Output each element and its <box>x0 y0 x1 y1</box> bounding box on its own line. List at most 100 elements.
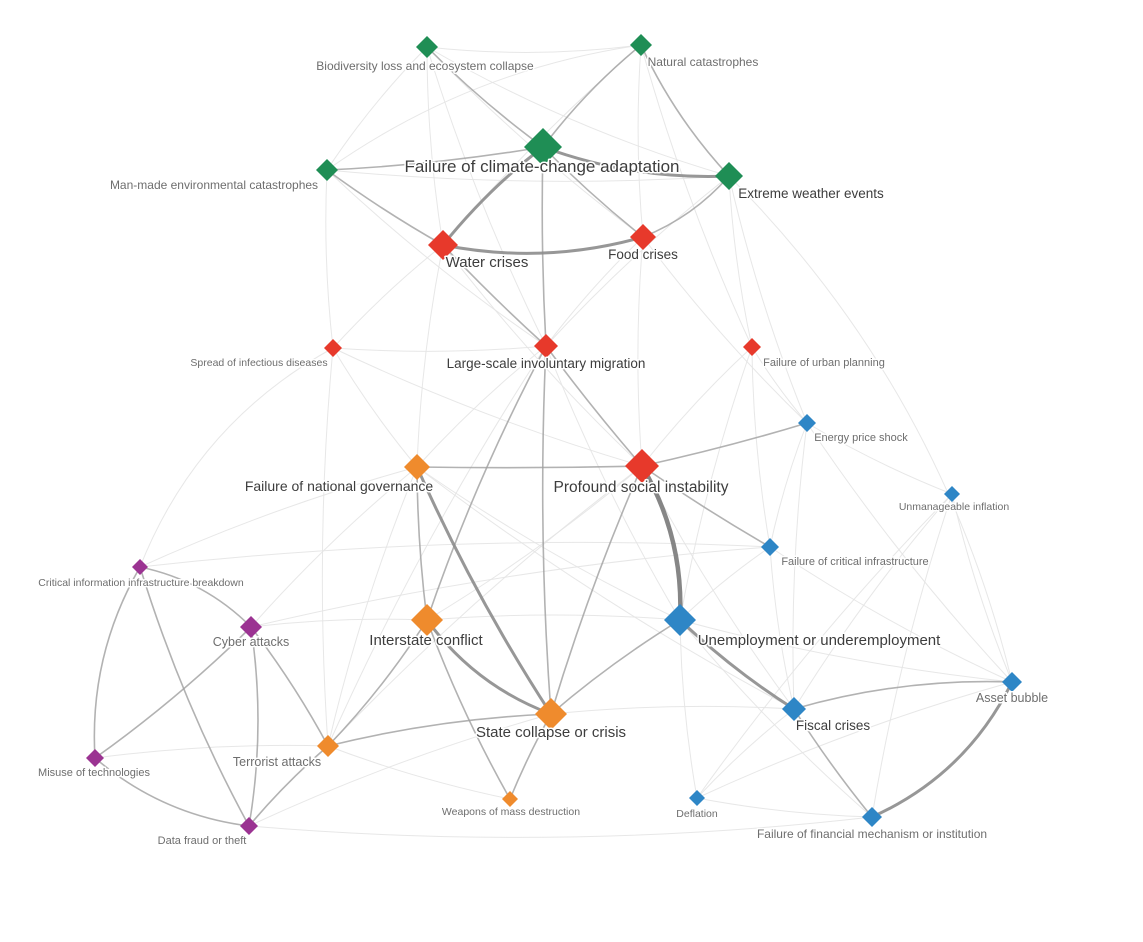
edge-bio-wat <box>426 46 444 246</box>
node-eps[interactable] <box>798 414 816 432</box>
node-bio[interactable] <box>416 36 438 58</box>
edge-nat-mec <box>326 44 642 171</box>
edge-foo-psi <box>637 236 644 467</box>
node-sid[interactable] <box>324 339 342 357</box>
edge-bio-mig <box>426 46 547 347</box>
label-bio: Biodiversity loss and ecosystem collapse <box>316 59 534 73</box>
node-ewe[interactable] <box>715 162 743 190</box>
edge-uin-def <box>696 493 953 799</box>
edge-sid-cib <box>139 347 334 568</box>
edge-uin-ffm <box>871 493 953 818</box>
edge-fcr-ffm <box>793 708 873 818</box>
node-wmd[interactable] <box>502 791 518 807</box>
edge-ter-icf <box>327 619 428 747</box>
edge-fng-icf <box>416 466 428 621</box>
edge-une-abu <box>679 619 1013 683</box>
node-scc[interactable] <box>535 698 567 730</box>
node-ter[interactable] <box>317 735 339 757</box>
edge-fng-scc <box>415 465 553 716</box>
edge-cca-mig <box>541 146 547 347</box>
edge-une-fcr <box>678 618 796 711</box>
node-cyb[interactable] <box>240 616 262 638</box>
node-wat[interactable] <box>428 230 458 260</box>
label-fup: Failure of urban planning <box>763 357 885 369</box>
node-psi[interactable] <box>625 449 659 483</box>
node-mig[interactable] <box>534 334 558 358</box>
edge-cca-foo <box>542 146 644 238</box>
edge-bio-ewe <box>426 46 730 177</box>
node-mot[interactable] <box>86 749 104 767</box>
label-eps: Energy price shock <box>814 432 908 444</box>
node-foo[interactable] <box>630 224 656 250</box>
node-fng[interactable] <box>404 454 430 480</box>
node-dft[interactable] <box>240 817 258 835</box>
edge-cib-dft <box>139 566 250 827</box>
edge-nat-fup <box>640 44 753 348</box>
node-nat[interactable] <box>630 34 652 56</box>
edge-psi-ter <box>327 465 643 747</box>
edge-nat-ewe <box>640 44 730 177</box>
edge-mig-scc <box>541 345 552 715</box>
edge-ewe-fup <box>728 175 753 348</box>
node-abu[interactable] <box>1002 672 1022 692</box>
edge-ter-wmd <box>327 745 511 800</box>
edge-mec-sid <box>325 169 334 349</box>
edge-fci-cyb <box>250 546 771 628</box>
edge-bio-cca <box>426 46 544 148</box>
edge-sid-ter <box>321 347 334 747</box>
edge-wat-mig <box>442 244 547 347</box>
edge-psi-fci <box>641 465 771 548</box>
label-psi: Profound social instability <box>554 479 729 496</box>
node-cca[interactable] <box>524 128 562 166</box>
edge-une-icf <box>426 614 681 621</box>
node-icf[interactable] <box>411 604 443 636</box>
edge-une-scc <box>550 619 681 715</box>
edge-eps-fci <box>769 422 808 548</box>
node-ffm[interactable] <box>862 807 882 827</box>
edge-mot-cyb <box>94 626 252 759</box>
edge-fci-fcr <box>769 546 795 710</box>
node-fcr[interactable] <box>782 697 806 721</box>
label-mig: Large-scale involuntary migration <box>447 356 646 371</box>
edge-bio-nat <box>426 44 642 53</box>
label-dft: Data fraud or theft <box>158 835 247 847</box>
edge-ter-cyb <box>250 626 329 747</box>
label-cca: Failure of climate-change adaptation <box>405 157 680 176</box>
edge-ter-mot <box>94 744 329 759</box>
edge-cyb-cib <box>139 566 252 628</box>
node-fup[interactable] <box>743 338 761 356</box>
edge-ewe-eps <box>728 175 808 424</box>
edge-fng-fcr <box>416 466 795 710</box>
edge-fcr-scc <box>550 705 795 715</box>
edge-fcr-abu <box>793 680 1013 710</box>
label-foo: Food crises <box>608 247 678 262</box>
edge-icf-scc <box>425 618 553 716</box>
edge-cca-wat <box>441 145 545 247</box>
edge-mig-ter <box>327 345 547 747</box>
edge-psi-eps <box>641 422 808 467</box>
node-def[interactable] <box>689 790 705 806</box>
label-wat: Water crises <box>446 254 529 271</box>
edge-abu-ffm <box>870 680 1014 819</box>
edge-ter-scc <box>327 713 552 747</box>
node-cib[interactable] <box>132 559 148 575</box>
label-scc: State collapse or crisis <box>476 724 626 741</box>
edge-cca-ewe <box>541 145 731 178</box>
edge-ter-dft <box>248 745 329 827</box>
edge-mig-icf <box>426 345 547 621</box>
label-icf: Interstate conflict <box>369 632 483 649</box>
node-uin[interactable] <box>944 486 960 502</box>
node-mec[interactable] <box>316 159 338 181</box>
label-sid: Spread of infectious diseases <box>190 357 327 369</box>
edge-def-ffm <box>696 797 873 818</box>
label-fng: Failure of national governance <box>245 478 434 494</box>
edge-mot-cib <box>93 566 141 759</box>
node-fci[interactable] <box>761 538 779 556</box>
edges-layer <box>93 44 1014 838</box>
edge-uin-fcr <box>793 493 953 710</box>
label-mot: Misuse of technologies <box>38 767 150 779</box>
node-une[interactable] <box>664 604 696 636</box>
edge-wat-foo <box>441 235 645 255</box>
edge-wat-fng <box>416 244 444 468</box>
